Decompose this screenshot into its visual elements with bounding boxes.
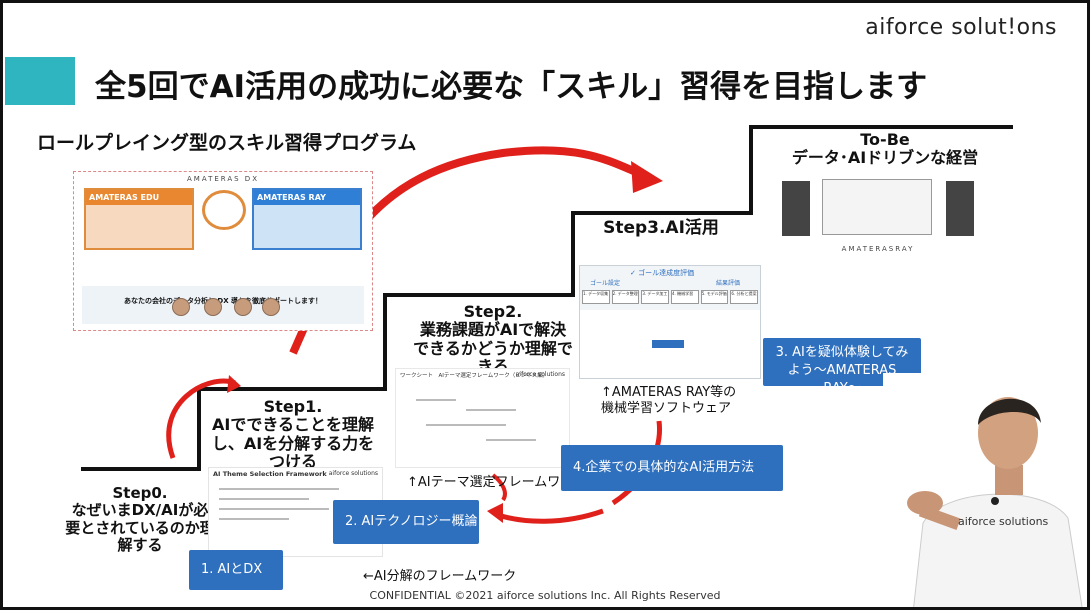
- brand-logo: aiforce solut!ons: [865, 15, 1057, 40]
- lesson-1-box: 1. AIとDX: [189, 550, 283, 590]
- caption-ray-line2: 機械学習ソフトウェア: [601, 401, 732, 417]
- consultant-avatar: [204, 298, 222, 316]
- step0-title: Step0.: [112, 484, 168, 502]
- lesson-4-box: 4.企業での具体的なAI活用方法: [561, 445, 783, 491]
- consultant-avatar: [234, 298, 252, 316]
- program-band-text: あなたの会社のデータ分析と DX 導入を徹底サポートします！: [123, 297, 323, 305]
- program-card-ray: AMATERAS RAY: [252, 188, 362, 250]
- tobe-text: データ･AIドリブンな経営: [791, 148, 979, 168]
- program-logo: AMATERAS DX: [187, 175, 259, 183]
- step0-label: Step0. なぜいまDX/AIが必要とされているのか理解する: [65, 484, 215, 554]
- ray-flow-step: 6. 分析と提案: [730, 290, 759, 304]
- program-overview-image: AMATERAS DX AMATERAS EDU AMATERAS RAY あな…: [73, 171, 373, 331]
- ai-framework-caption: AI Theme Selection Framework: [213, 470, 327, 478]
- program-bottom-band: あなたの会社のデータ分析と DX 導入を徹底サポートします！: [82, 286, 364, 324]
- frame-brand: aiforce solutions: [515, 371, 565, 378]
- lesson-2-box: 2. AIテクノロジー概論: [333, 500, 479, 544]
- theme-framework-thumbnail: ワークシート AIテーマ選定フレームワーク（ビジネス編） aiforce sol…: [395, 368, 570, 468]
- ray-flow-step: 4. 機械学習: [671, 290, 699, 304]
- cycle-arrows-icon: [202, 190, 246, 230]
- frame-caption: ワークシート AIテーマ選定フレームワーク（ビジネス編）: [400, 373, 549, 379]
- ray-goal: ✓ ゴール達成度評価: [630, 269, 695, 277]
- ray-canvas: [580, 310, 760, 378]
- step1-text: AIでできることを理解し、AIを分解する力をつける: [211, 415, 375, 472]
- ray-flow-step: 3. データ加工: [641, 290, 670, 304]
- step3-label: Step3.AI活用: [601, 218, 721, 239]
- ray-flow: 1. データ収集 2. データ整理 3. データ加工 4. 機械学習 5. モデ…: [582, 290, 759, 304]
- step1-title: Step1.: [263, 397, 323, 416]
- step2-label: Step2. 業務課題がAIで解決できるかどうか理解できる: [413, 302, 573, 377]
- footer-copyright: CONFIDENTIAL ©2021 aiforce solutions Inc…: [369, 589, 721, 602]
- ray-flow-step: 2. データ整理: [611, 290, 640, 304]
- ray-flow-step: 5. モデル評価: [700, 290, 729, 304]
- step3-title: Step3.AI活用: [603, 218, 719, 238]
- caption-ray-line1: ↑AMATERAS RAY等の: [601, 385, 737, 400]
- tobe-diagram-thumbnail: AMATERASRAY: [778, 173, 978, 253]
- consultant-avatar: [172, 298, 190, 316]
- program-card-edu: AMATERAS EDU: [84, 188, 194, 250]
- slide-title: 全5回でAI活用の成功に必要な「スキル」習得を目指します: [95, 69, 928, 105]
- tobe-logo: AMATERASRAY: [841, 245, 915, 253]
- ai-framework-brand: aiforce solutions: [328, 470, 378, 477]
- ray-flow-step: 1. データ収集: [582, 290, 610, 304]
- ray-left: ゴール設定: [590, 280, 621, 287]
- step2-title: Step2.: [463, 302, 523, 321]
- program-card-ray-title: AMATERAS RAY: [254, 190, 360, 205]
- caption-ai-decompose: ←AI分解のフレームワーク: [363, 569, 517, 584]
- step0-text: なぜいまDX/AIが必要とされているのか理解する: [65, 501, 215, 554]
- tobe-label: To-Be データ･AIドリブンな経営: [775, 130, 995, 168]
- presenter-shirt-text: aiforce solutions: [958, 515, 1049, 528]
- caption-ray: ↑AMATERAS RAY等の 機械学習ソフトウェア: [601, 385, 771, 418]
- step1-label: Step1. AIでできることを理解し、AIを分解する力をつける: [208, 397, 378, 472]
- title-accent-bar: [5, 57, 75, 105]
- tobe-title: To-Be: [860, 130, 910, 149]
- arrow-lesson4-lesson2: [497, 508, 604, 524]
- presenter-photo: aiforce solutions: [883, 373, 1087, 607]
- consultant-avatar: [262, 298, 280, 316]
- section-heading: ロールプレイング型のスキル習得プログラム: [37, 132, 417, 154]
- lesson-3-box: 3. AIを疑似体験してみよう～AMATERAS RAY～: [763, 338, 921, 396]
- ray-thumbnail: ✓ ゴール達成度評価 ゴール設定 結果評価 1. データ収集 2. データ整理 …: [579, 265, 761, 379]
- program-card-edu-title: AMATERAS EDU: [86, 190, 192, 205]
- caption-theme-select: ↑AIテーマ選定フレームワーク: [407, 475, 587, 490]
- ray-right: 結果評価: [715, 280, 740, 287]
